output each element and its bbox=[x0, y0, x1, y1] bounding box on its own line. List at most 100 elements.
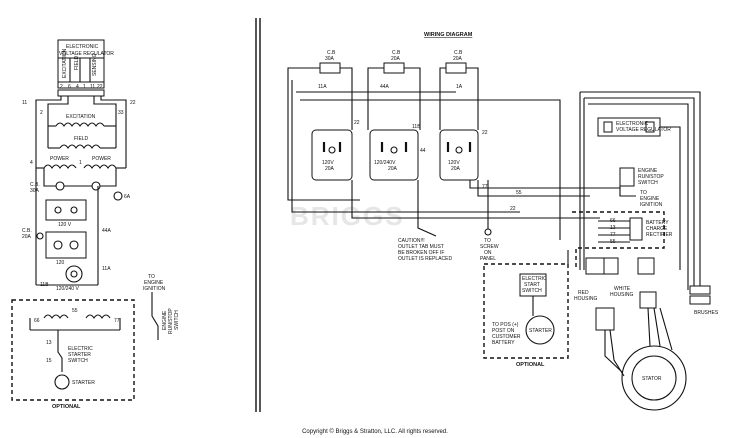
caution-1: CAUTION!!! bbox=[398, 238, 425, 244]
circuit-breaker-30a: C.B 30A bbox=[319, 50, 341, 74]
optional-box-left bbox=[11, 299, 135, 401]
w-11b: 11B bbox=[412, 124, 421, 130]
svg-text:120/240V: 120/240V bbox=[374, 160, 396, 166]
schematic-diagram: ELECTRONIC VOLTAGE REGULATOR EXCITATION … bbox=[11, 39, 180, 410]
outlet-120v bbox=[45, 199, 87, 221]
outlet-120 bbox=[45, 231, 87, 259]
wire-label-33: 33 bbox=[118, 110, 124, 116]
to-ignition-3: IGNITION bbox=[640, 202, 663, 208]
opt-15: 15 bbox=[46, 358, 52, 364]
optional-label-left: OPTIONAL bbox=[52, 404, 81, 410]
wire-label-6a: 6A bbox=[124, 194, 131, 200]
regulator-pin-4: 4 bbox=[76, 84, 79, 90]
screw-2: SCREW bbox=[480, 244, 499, 250]
run-stop-switch-2: RUN/STOP bbox=[168, 308, 174, 334]
regulator-pin-11: 11 bbox=[90, 84, 95, 90]
svg-text:CHARGE: CHARGE bbox=[646, 226, 668, 232]
svg-text:C.B: C.B bbox=[454, 50, 463, 56]
engine-run-stop-switch: ENGINE RUN/STOP SWITCH bbox=[619, 167, 664, 187]
optional-label-right: OPTIONAL bbox=[516, 362, 545, 368]
wire-label-22: 22 bbox=[130, 100, 136, 106]
svg-text:START: START bbox=[524, 282, 540, 288]
panel-screw bbox=[484, 228, 492, 236]
cb1-amp: 30A bbox=[30, 188, 40, 194]
opt-starter: STARTER bbox=[72, 380, 95, 386]
w-44: 44 bbox=[420, 148, 426, 154]
outlet2-label: 120 bbox=[56, 260, 65, 266]
starter-motor-left bbox=[54, 374, 70, 390]
caution-3: BE BROKEN OFF IF bbox=[398, 250, 444, 256]
outlet3-label: 120/240 V bbox=[56, 286, 79, 292]
optional-box-right bbox=[483, 263, 569, 359]
w-77: 77 bbox=[482, 184, 488, 190]
circuit-breaker-20a-2: C.B 20A bbox=[445, 50, 467, 74]
opt-77: 77 bbox=[114, 318, 120, 324]
opt-55: 55 bbox=[72, 308, 78, 314]
w-44a-1: 44A bbox=[380, 84, 390, 90]
wire-label-4: 4 bbox=[30, 160, 33, 166]
svg-text:RUN/STOP: RUN/STOP bbox=[638, 174, 664, 180]
wire-label-44a: 44A bbox=[102, 228, 112, 234]
red-housing-1: RED bbox=[578, 290, 589, 296]
regulator-pin-22: 22 bbox=[97, 84, 103, 90]
caution-4: OUTLET IS REPLACED bbox=[398, 256, 452, 262]
red-housing-2: HOUSING bbox=[574, 296, 597, 302]
opt-66: 66 bbox=[34, 318, 40, 324]
svg-text:20A: 20A bbox=[391, 56, 401, 62]
opt-switch-1: ELECTRIC bbox=[68, 346, 93, 352]
svg-text:20A: 20A bbox=[325, 166, 335, 172]
w-22-1: 22 bbox=[354, 120, 360, 126]
wire-label-2: 2 bbox=[40, 110, 43, 116]
w-22-2: 22 bbox=[482, 130, 488, 136]
outlet-120-240v bbox=[65, 265, 83, 283]
copyright-text: Copyright © Briggs & Stratton, LLC. All … bbox=[302, 429, 448, 435]
regulator-pin-label-sensing: SENSING bbox=[92, 53, 98, 76]
to-engine-2: ENGINE bbox=[144, 280, 164, 286]
svg-text:20A: 20A bbox=[388, 166, 398, 172]
to-engine-1: TO bbox=[148, 274, 155, 280]
outlet-120-240v-20a: 120/240V 20A bbox=[369, 129, 419, 181]
opt-13: 13 bbox=[46, 340, 52, 346]
svg-text:BATTERY: BATTERY bbox=[646, 220, 669, 226]
diagram-title: WIRING DIAGRAM bbox=[424, 32, 473, 38]
svg-text:30A: 30A bbox=[325, 56, 335, 62]
battery-charge-rectifier: BATTERY CHARGE RECTIFIER 66 13 77 55 bbox=[598, 217, 673, 245]
opt-switch-3: SWITCH bbox=[68, 358, 88, 364]
svg-text:20A: 20A bbox=[451, 166, 461, 172]
svg-text:120V: 120V bbox=[448, 160, 460, 166]
power-label-2: POWER bbox=[92, 156, 111, 162]
run-stop-switch-1: ENGINE bbox=[162, 310, 168, 330]
power-coil-1 bbox=[43, 164, 77, 169]
white-housing-1: WHITE bbox=[614, 286, 631, 292]
svg-text:BRUSHES: BRUSHES bbox=[694, 310, 719, 316]
w-55: 55 bbox=[516, 190, 522, 196]
run-stop-switch-3: SWITCH bbox=[174, 310, 180, 330]
wire-label-11a: 11A bbox=[102, 266, 111, 272]
regulator-pin-1: 1 bbox=[83, 84, 86, 90]
regulator-pin-label-excitation: EXCITATION bbox=[62, 48, 68, 78]
battery-note-2: POST ON bbox=[492, 328, 515, 334]
excitation-label: EXCITATION bbox=[66, 114, 96, 120]
to-engine-3: IGNITION bbox=[143, 286, 166, 292]
wire-label-11: 11 bbox=[22, 100, 27, 106]
battery-note-3: CUSTOMER bbox=[492, 334, 521, 340]
opt-switch-2: STARTER bbox=[68, 352, 91, 358]
w-22-3: 22 bbox=[510, 206, 516, 212]
voltage-regulator-box bbox=[57, 39, 105, 89]
regulator-pin-label-field: FIELD bbox=[74, 55, 80, 70]
cb1-label: C.B. bbox=[30, 182, 40, 188]
regulator-label-2: VOLTAGE REGULATOR bbox=[59, 51, 114, 57]
to-ignition-2: ENGINE bbox=[640, 196, 660, 202]
cb2-label: C.B. bbox=[22, 228, 32, 234]
field-label: FIELD bbox=[74, 136, 89, 142]
regulator-pin-2: 2 bbox=[60, 84, 63, 90]
screw-1: TO bbox=[484, 238, 491, 244]
svg-text:SWITCH: SWITCH bbox=[522, 288, 542, 294]
stator: STATOR bbox=[621, 345, 687, 411]
field-coil bbox=[59, 144, 101, 149]
to-ignition-1: TO bbox=[640, 190, 647, 196]
white-housing-2: HOUSING bbox=[610, 292, 633, 298]
wire-label-1: 1 bbox=[79, 160, 82, 166]
cb2-amp: 20A bbox=[22, 234, 32, 240]
